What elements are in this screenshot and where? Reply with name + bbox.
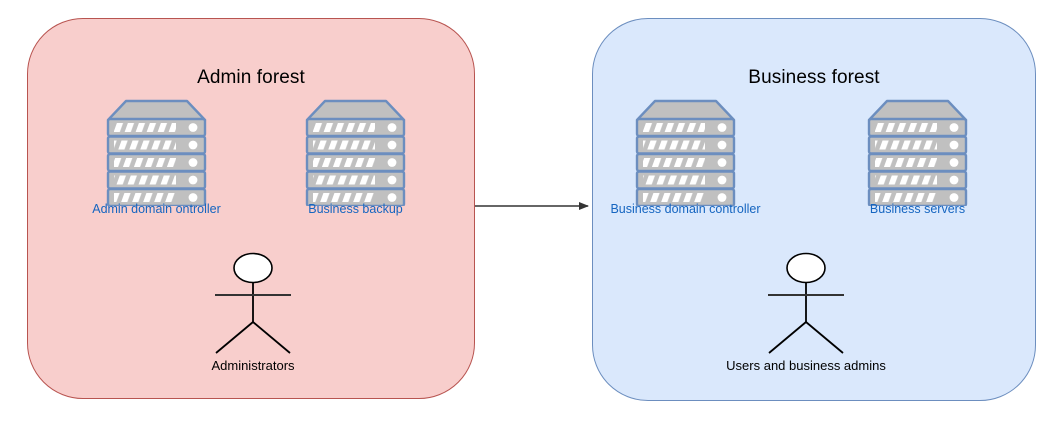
node-users-and-business-admins[interactable]: Users and business admins <box>726 252 886 382</box>
node-admin-domain-controller[interactable]: Admin domain ontroller <box>92 98 221 223</box>
node-business-domain-controller[interactable]: Business domain controller <box>610 98 761 223</box>
server-stack-icon <box>305 99 406 206</box>
actor-stick-figure-icon <box>768 252 844 354</box>
node-label-business-servers: Business servers <box>869 202 966 216</box>
node-business-backup[interactable]: Business backup <box>303 98 408 223</box>
connector-admin-to-business[interactable] <box>470 192 600 220</box>
node-label-business-domain-controller: Business domain controller <box>610 202 761 216</box>
server-stack-icon <box>635 99 736 206</box>
node-label-administrators: Administrators <box>211 358 295 373</box>
admin-forest-container[interactable]: Admin forest <box>27 18 475 399</box>
server-stack-icon <box>106 99 207 206</box>
business-forest-title: Business forest <box>748 67 880 88</box>
business-forest-container[interactable]: Business forest <box>592 18 1036 401</box>
server-stack-icon <box>867 99 968 206</box>
node-label-users-and-business-admins: Users and business admins <box>726 358 886 373</box>
actor-stick-figure-icon <box>215 252 291 354</box>
node-label-admin-domain-controller: Admin domain ontroller <box>92 202 221 216</box>
node-administrators[interactable]: Administrators <box>198 252 308 382</box>
node-business-servers[interactable]: Business servers <box>865 98 970 223</box>
node-label-business-backup: Business backup <box>308 202 403 216</box>
admin-forest-title: Admin forest <box>197 67 305 88</box>
